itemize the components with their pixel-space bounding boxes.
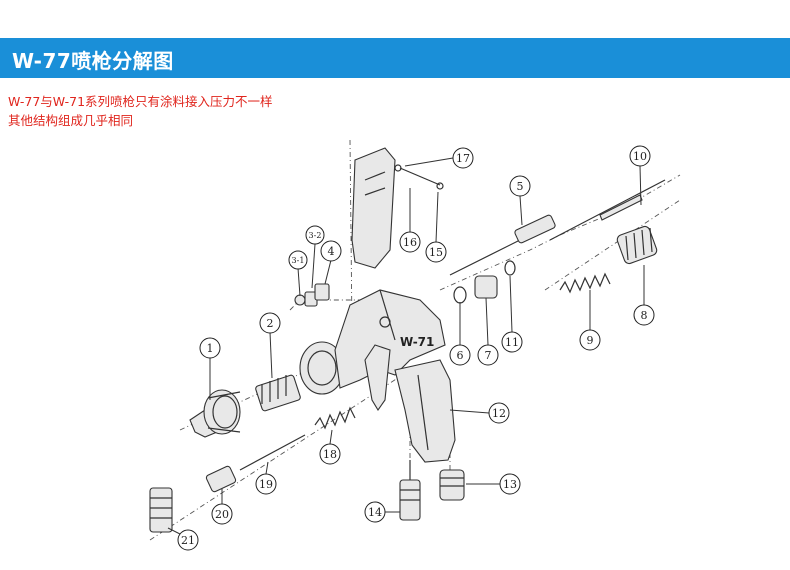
callout-9: 9 <box>579 329 601 351</box>
svg-text:11: 11 <box>505 336 519 349</box>
page-title: W-77喷枪分解图 <box>12 49 174 73</box>
callout-16: 16 <box>399 231 421 253</box>
callout-1: 1 <box>199 337 221 359</box>
callout-20: 20 <box>211 503 233 525</box>
svg-text:2: 2 <box>267 317 274 330</box>
callout-10: 10 <box>629 145 651 167</box>
svg-text:12: 12 <box>492 407 506 420</box>
part-20-fitting <box>205 465 237 493</box>
callout-12: 12 <box>488 402 510 424</box>
svg-text:13: 13 <box>503 478 517 491</box>
callout-14: 14 <box>364 501 386 523</box>
callout-6: 6 <box>449 344 471 366</box>
part-gun-body: W-71 <box>299 289 456 463</box>
part-2-fluid-nozzle <box>255 374 301 412</box>
callout-5: 5 <box>509 175 531 197</box>
callout-15: 15 <box>425 241 447 263</box>
part-3-4-fittings <box>294 283 330 307</box>
svg-text:15: 15 <box>429 246 443 259</box>
svg-text:14: 14 <box>368 506 382 519</box>
svg-text:18: 18 <box>323 448 337 461</box>
svg-text:19: 19 <box>259 478 273 491</box>
part-18-spring <box>314 406 356 430</box>
callout-13: 13 <box>499 473 521 495</box>
svg-text:20: 20 <box>215 508 229 521</box>
callout-19: 19 <box>255 473 277 495</box>
part-21-air-connector <box>149 487 173 533</box>
callout-2: 2 <box>259 312 281 334</box>
svg-text:7: 7 <box>485 349 492 362</box>
svg-text:4: 4 <box>328 245 335 258</box>
callout-11: 11 <box>501 331 523 353</box>
svg-text:21: 21 <box>181 534 195 547</box>
part-5-air-valve <box>449 214 556 276</box>
part-17-trigger-pin <box>394 164 444 190</box>
leader-lines <box>167 157 645 535</box>
callout-21: 21 <box>177 529 199 551</box>
callout-3-1: 3-1 <box>288 250 308 270</box>
part-8-adjust-knob <box>616 225 658 265</box>
callout-7: 7 <box>477 344 499 366</box>
part-1-air-cap <box>189 389 241 438</box>
part-16-trigger-lever <box>351 147 396 269</box>
svg-text:6: 6 <box>457 349 464 362</box>
note-line-2: 其他结构组成几乎相同 <box>8 113 134 128</box>
svg-text:5: 5 <box>517 180 524 193</box>
note-line-1: W-77与W-71系列喷枪只有涂料接入压力不一样 <box>8 94 273 109</box>
svg-text:17: 17 <box>456 152 470 165</box>
part-19-needle <box>239 434 306 471</box>
part-6-7-11-seals <box>453 260 516 304</box>
svg-text:16: 16 <box>403 236 417 249</box>
part-14-air-valve-stem <box>399 460 421 521</box>
part-13-adjust-valve <box>439 469 465 501</box>
svg-text:3-1: 3-1 <box>292 256 305 265</box>
part-10-fluid-needle <box>549 179 666 241</box>
callout-17: 17 <box>452 147 474 169</box>
callout-4: 4 <box>320 240 342 262</box>
svg-text:9: 9 <box>587 334 594 347</box>
body-model-label: W-71 <box>400 335 434 349</box>
callout-18: 18 <box>319 443 341 465</box>
svg-text:8: 8 <box>641 309 648 322</box>
part-9-spring <box>559 272 611 294</box>
svg-text:10: 10 <box>633 150 647 163</box>
svg-text:1: 1 <box>207 342 214 355</box>
title-banner: W-77喷枪分解图 <box>0 38 790 78</box>
callout-3-2: 3-2 <box>305 225 325 245</box>
svg-text:3-2: 3-2 <box>309 231 322 240</box>
callout-8: 8 <box>633 304 655 326</box>
